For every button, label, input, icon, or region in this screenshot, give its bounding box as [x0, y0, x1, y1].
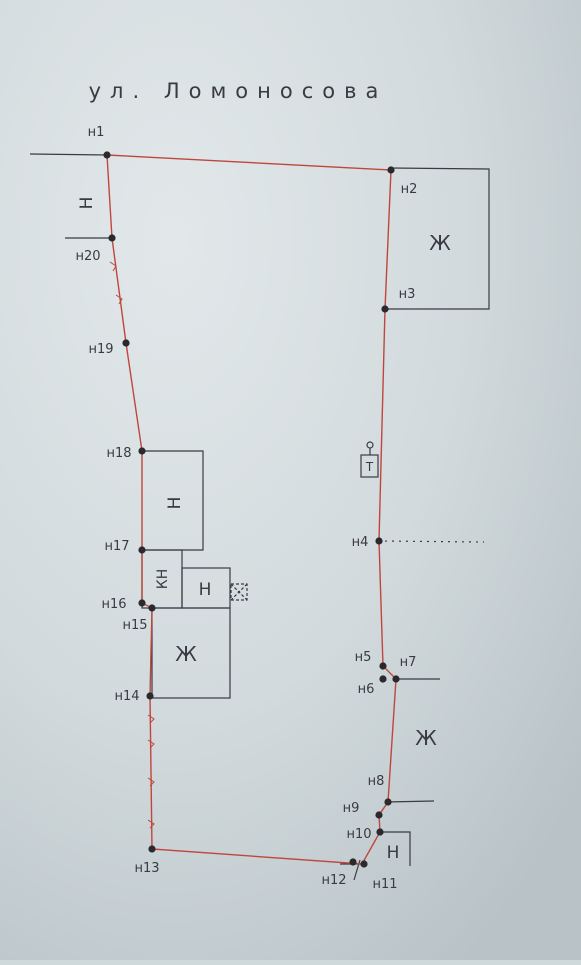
structure-letters: Ж Н Н КН Н Ж Ж Н Т: [77, 197, 451, 863]
point-marker: [384, 798, 392, 806]
point-label: н16: [101, 597, 126, 612]
tick-5: [147, 777, 155, 787]
tick-1: [109, 261, 117, 272]
house-left-label: Ж: [175, 642, 197, 666]
point-label: н20: [75, 249, 100, 264]
tick-3: [147, 714, 155, 724]
house-lower-right-bottom: [385, 800, 435, 803]
tick-4: [147, 739, 155, 749]
transformer-label: Т: [365, 460, 374, 474]
point-marker: [387, 166, 395, 174]
point-marker: [148, 845, 156, 853]
point-marker: [138, 546, 146, 554]
shed-corner-label: Н: [387, 843, 400, 863]
point-marker: [108, 234, 116, 242]
point-marker: [138, 447, 146, 455]
point-marker: [375, 811, 383, 819]
ruin-marker-diag2: [230, 583, 248, 601]
ruin-marker: [230, 583, 248, 601]
house-right-label: Ж: [429, 231, 451, 255]
tick-2: [115, 294, 123, 305]
point-label: н7: [400, 655, 417, 670]
shed-small-label: Н: [199, 580, 212, 600]
point-marker: [392, 675, 400, 683]
house-right-outline: [385, 167, 490, 310]
shed-narrow-label: КН: [155, 569, 171, 589]
house-lower-right-label: Ж: [415, 726, 437, 750]
point-marker: [375, 537, 383, 545]
point-label: н17: [104, 539, 129, 554]
point-marker: [379, 662, 387, 670]
points-layer: н1 н2 н3 н4 н5 н6 н7 н8 н9 н10 н11 н12 н13 н14 н15 н16 н…: [75, 125, 417, 892]
point-marker: [349, 858, 357, 866]
point-label: н4: [352, 535, 369, 550]
point-label: н11: [372, 877, 397, 892]
house-left-outline: [151, 607, 231, 699]
point-marker: [146, 692, 154, 700]
neighbor-left-label: Н: [77, 197, 97, 210]
point-label: н18: [106, 446, 131, 461]
transformer-top: [366, 441, 374, 449]
point-label: н14: [114, 689, 139, 704]
point-marker: [360, 860, 368, 868]
point-label: н10: [346, 827, 371, 842]
point-label: н19: [88, 342, 113, 357]
point-label: н5: [355, 650, 372, 665]
point-label: н15: [122, 618, 147, 633]
point-label: н9: [343, 801, 360, 816]
point-label: н3: [399, 287, 416, 302]
tick-6: [147, 819, 155, 829]
point-marker: [103, 151, 111, 159]
point-marker: [138, 599, 146, 607]
structures: [29, 153, 490, 881]
street-line-left: [29, 153, 109, 156]
point-marker: [376, 828, 384, 836]
point-marker: [379, 675, 387, 683]
point-label: н6: [358, 682, 375, 697]
point-label: н12: [321, 873, 346, 888]
street-label: ул. Ломоносова: [89, 79, 388, 103]
point-label: н8: [368, 774, 385, 789]
shed-corner-outline: [381, 831, 411, 866]
boundary-ticks: [109, 261, 155, 829]
point-label: н1: [88, 125, 105, 140]
shed-middle-label: Н: [165, 497, 185, 510]
point-label: н2: [401, 182, 418, 197]
point-marker: [122, 339, 130, 347]
point-label: н13: [134, 861, 159, 876]
point-marker: [381, 305, 389, 313]
point-marker: [148, 604, 156, 612]
